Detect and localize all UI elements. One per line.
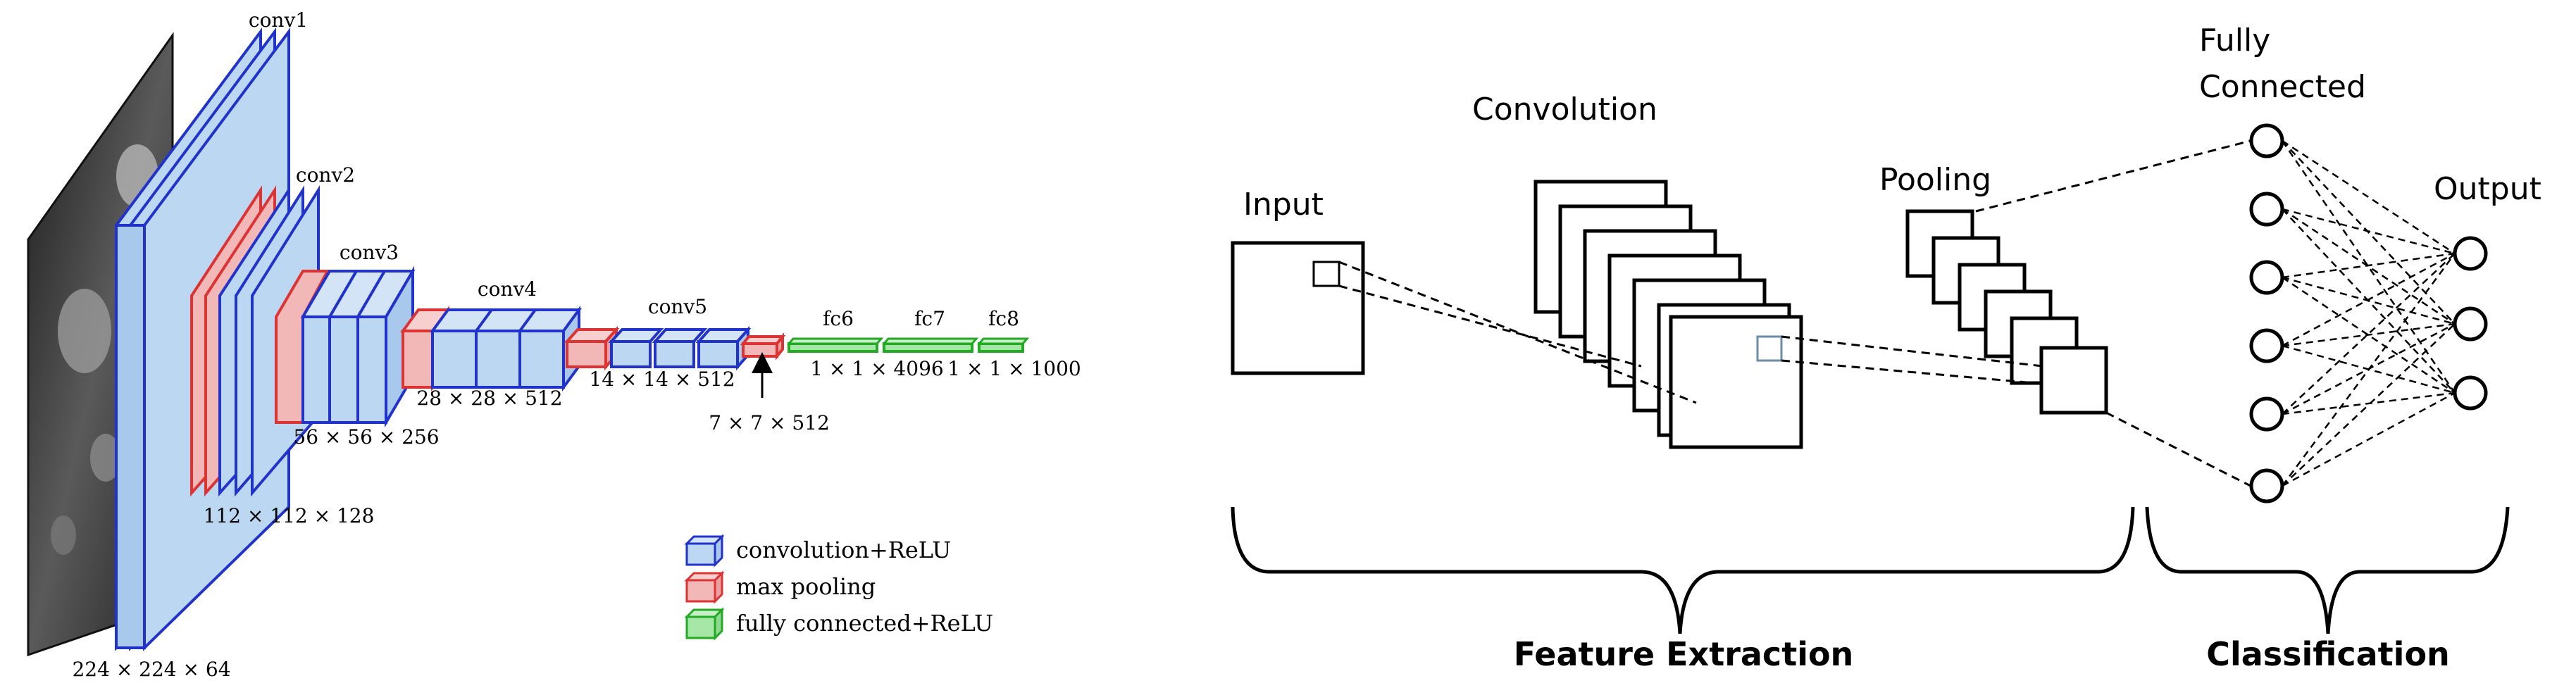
fc-connections xyxy=(2281,139,2456,487)
brace-classification xyxy=(2145,506,2510,634)
output-node xyxy=(2453,375,2488,411)
legend-label-conv: convolution+ReLU xyxy=(736,537,951,563)
label-convolution: Convolution xyxy=(1472,92,1657,127)
legend-item-fc: fully connected+ReLU xyxy=(684,607,993,641)
pool4-block xyxy=(564,325,620,371)
label-fully-2: Connected xyxy=(2199,69,2366,105)
dim-conv5: 14 × 14 × 512 xyxy=(589,368,735,391)
label-fully-1: Fully xyxy=(2199,23,2270,58)
dim-conv2: 112 × 112 × 128 xyxy=(204,504,375,527)
input-kernel xyxy=(1312,261,1340,287)
fc-node xyxy=(2249,468,2284,503)
label-conv5: conv5 xyxy=(648,295,707,318)
fc-blocks xyxy=(786,337,1030,353)
vgg-diagram: conv1 conv2 conv3 conv4 conv5 fc6 fc7 fc… xyxy=(27,8,1081,681)
dim-fc7: 1 × 1 × 4096 xyxy=(810,357,943,380)
pool5-block xyxy=(740,332,786,361)
dim-pool5: 7 × 7 × 512 xyxy=(709,411,830,434)
link-input-conv-1 xyxy=(1338,261,1697,404)
legend: convolution+ReLU max pooling fully conne… xyxy=(684,534,993,641)
input-box xyxy=(1231,241,1365,375)
fc-node xyxy=(2249,328,2284,363)
conv-kernel xyxy=(1756,335,1783,362)
output-node xyxy=(2453,236,2488,271)
link-pool-fc-top xyxy=(1975,139,2251,213)
legend-item-pool: max pooling xyxy=(684,570,876,604)
legend-label-fc: fully connected+ReLU xyxy=(736,610,993,637)
label-output: Output xyxy=(2434,171,2541,207)
pooling-stack xyxy=(1905,209,2108,415)
dim-conv3: 56 × 56 × 256 xyxy=(293,425,439,449)
link-pool-fc-bottom xyxy=(2105,411,2251,487)
dim-conv1: 224 × 224 × 64 xyxy=(72,658,230,681)
output-node xyxy=(2453,306,2488,342)
label-conv4: conv4 xyxy=(478,277,537,301)
label-classification: Classification xyxy=(2206,635,2450,673)
convolution-stack-frames xyxy=(1533,180,1803,449)
label-fc7: fc7 xyxy=(914,307,945,330)
cnn-diagram: Input Convolution Pooling xyxy=(1231,23,2541,673)
conv3-block xyxy=(275,265,416,428)
conv5-block xyxy=(608,325,752,371)
fc-node xyxy=(2249,260,2284,295)
link-conv-pool-2 xyxy=(1781,359,2043,385)
label-feature-extraction: Feature Extraction xyxy=(1514,635,1854,673)
legend-label-pool: max pooling xyxy=(736,573,876,600)
label-fc8: fc8 xyxy=(988,307,1019,330)
label-conv2: conv2 xyxy=(296,163,355,187)
label-input: Input xyxy=(1243,187,1324,223)
brace-feature-extraction xyxy=(1231,506,2135,634)
fc-nodes xyxy=(2249,123,2284,503)
legend-item-conv: convolution+ReLU xyxy=(684,534,951,568)
output-nodes xyxy=(2453,236,2488,411)
label-conv3: conv3 xyxy=(340,241,399,264)
dim-conv4: 28 × 28 × 512 xyxy=(416,387,562,410)
fc-node xyxy=(2249,192,2284,227)
label-conv1: conv1 xyxy=(249,8,308,32)
fc-node xyxy=(2249,123,2284,158)
dim-fc8: 1 × 1 × 1000 xyxy=(947,357,1081,380)
link-input-conv-2 xyxy=(1338,284,1642,368)
link-conv-pool-1 xyxy=(1781,335,2043,368)
label-fc6: fc6 xyxy=(823,307,854,330)
label-pooling: Pooling xyxy=(1879,162,1991,198)
conv4-block xyxy=(430,305,582,392)
fc-node xyxy=(2249,396,2284,432)
